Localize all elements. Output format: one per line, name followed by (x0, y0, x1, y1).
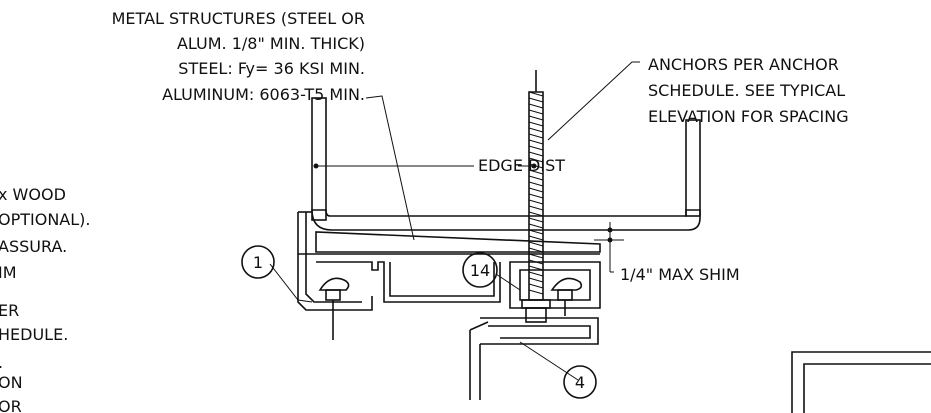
metal-structures-note: METAL STRUCTURES (STEEL OR ALUM. 1/8" MI… (112, 9, 365, 104)
callout-14: 14 (462, 252, 498, 288)
metal-structure (311, 97, 701, 231)
metal-structures-line-2: ALUM. 1/8" MIN. THICK) (177, 34, 365, 53)
left-note-2: OPTIONAL). (0, 210, 90, 229)
anchors-line-1: ANCHORS PER ANCHOR (648, 55, 839, 74)
left-note-4: IM (0, 263, 17, 282)
anchors-note: ANCHORS PER ANCHOR SCHEDULE. SEE TYPICAL… (648, 55, 849, 126)
left-note-6: HEDULE. (0, 325, 68, 344)
callout-4-text: 4 (575, 373, 585, 392)
edge-dist-label: EDGE DIST (478, 156, 565, 175)
left-note-8: ON (0, 373, 23, 392)
left-cut-notes: x WOOD OPTIONAL). ASSURA. IM ER HEDULE. … (0, 185, 90, 413)
callout-1-text: 1 (253, 253, 263, 272)
callout-1: 1 (241, 245, 275, 279)
metal-structures-line-4: ALUMINUM: 6063-T5 MIN. (162, 85, 365, 104)
metal-structures-line-3: STEEL: Fy= 36 KSI MIN. (178, 59, 365, 78)
metal-structures-line-1: METAL STRUCTURES (STEEL OR (112, 9, 365, 28)
left-note-3: ASSURA. (0, 237, 67, 256)
partial-frame-corner (791, 351, 931, 413)
left-note-1: x WOOD (0, 185, 66, 204)
anchors-line-3: ELEVATION FOR SPACING (648, 107, 849, 126)
left-note-7: . (0, 353, 3, 372)
leaders (269, 61, 640, 381)
anchor-screw (521, 70, 551, 323)
shim-label: 1/4" MAX SHIM (620, 265, 740, 284)
callout-14-text: 14 (470, 261, 490, 280)
frame-section (297, 211, 601, 400)
callout-4: 4 (563, 365, 597, 399)
anchors-line-2: SCHEDULE. SEE TYPICAL (648, 81, 845, 100)
fastener-heads (318, 277, 583, 340)
left-note-9: OR (0, 397, 22, 413)
left-note-5: ER (0, 301, 19, 320)
